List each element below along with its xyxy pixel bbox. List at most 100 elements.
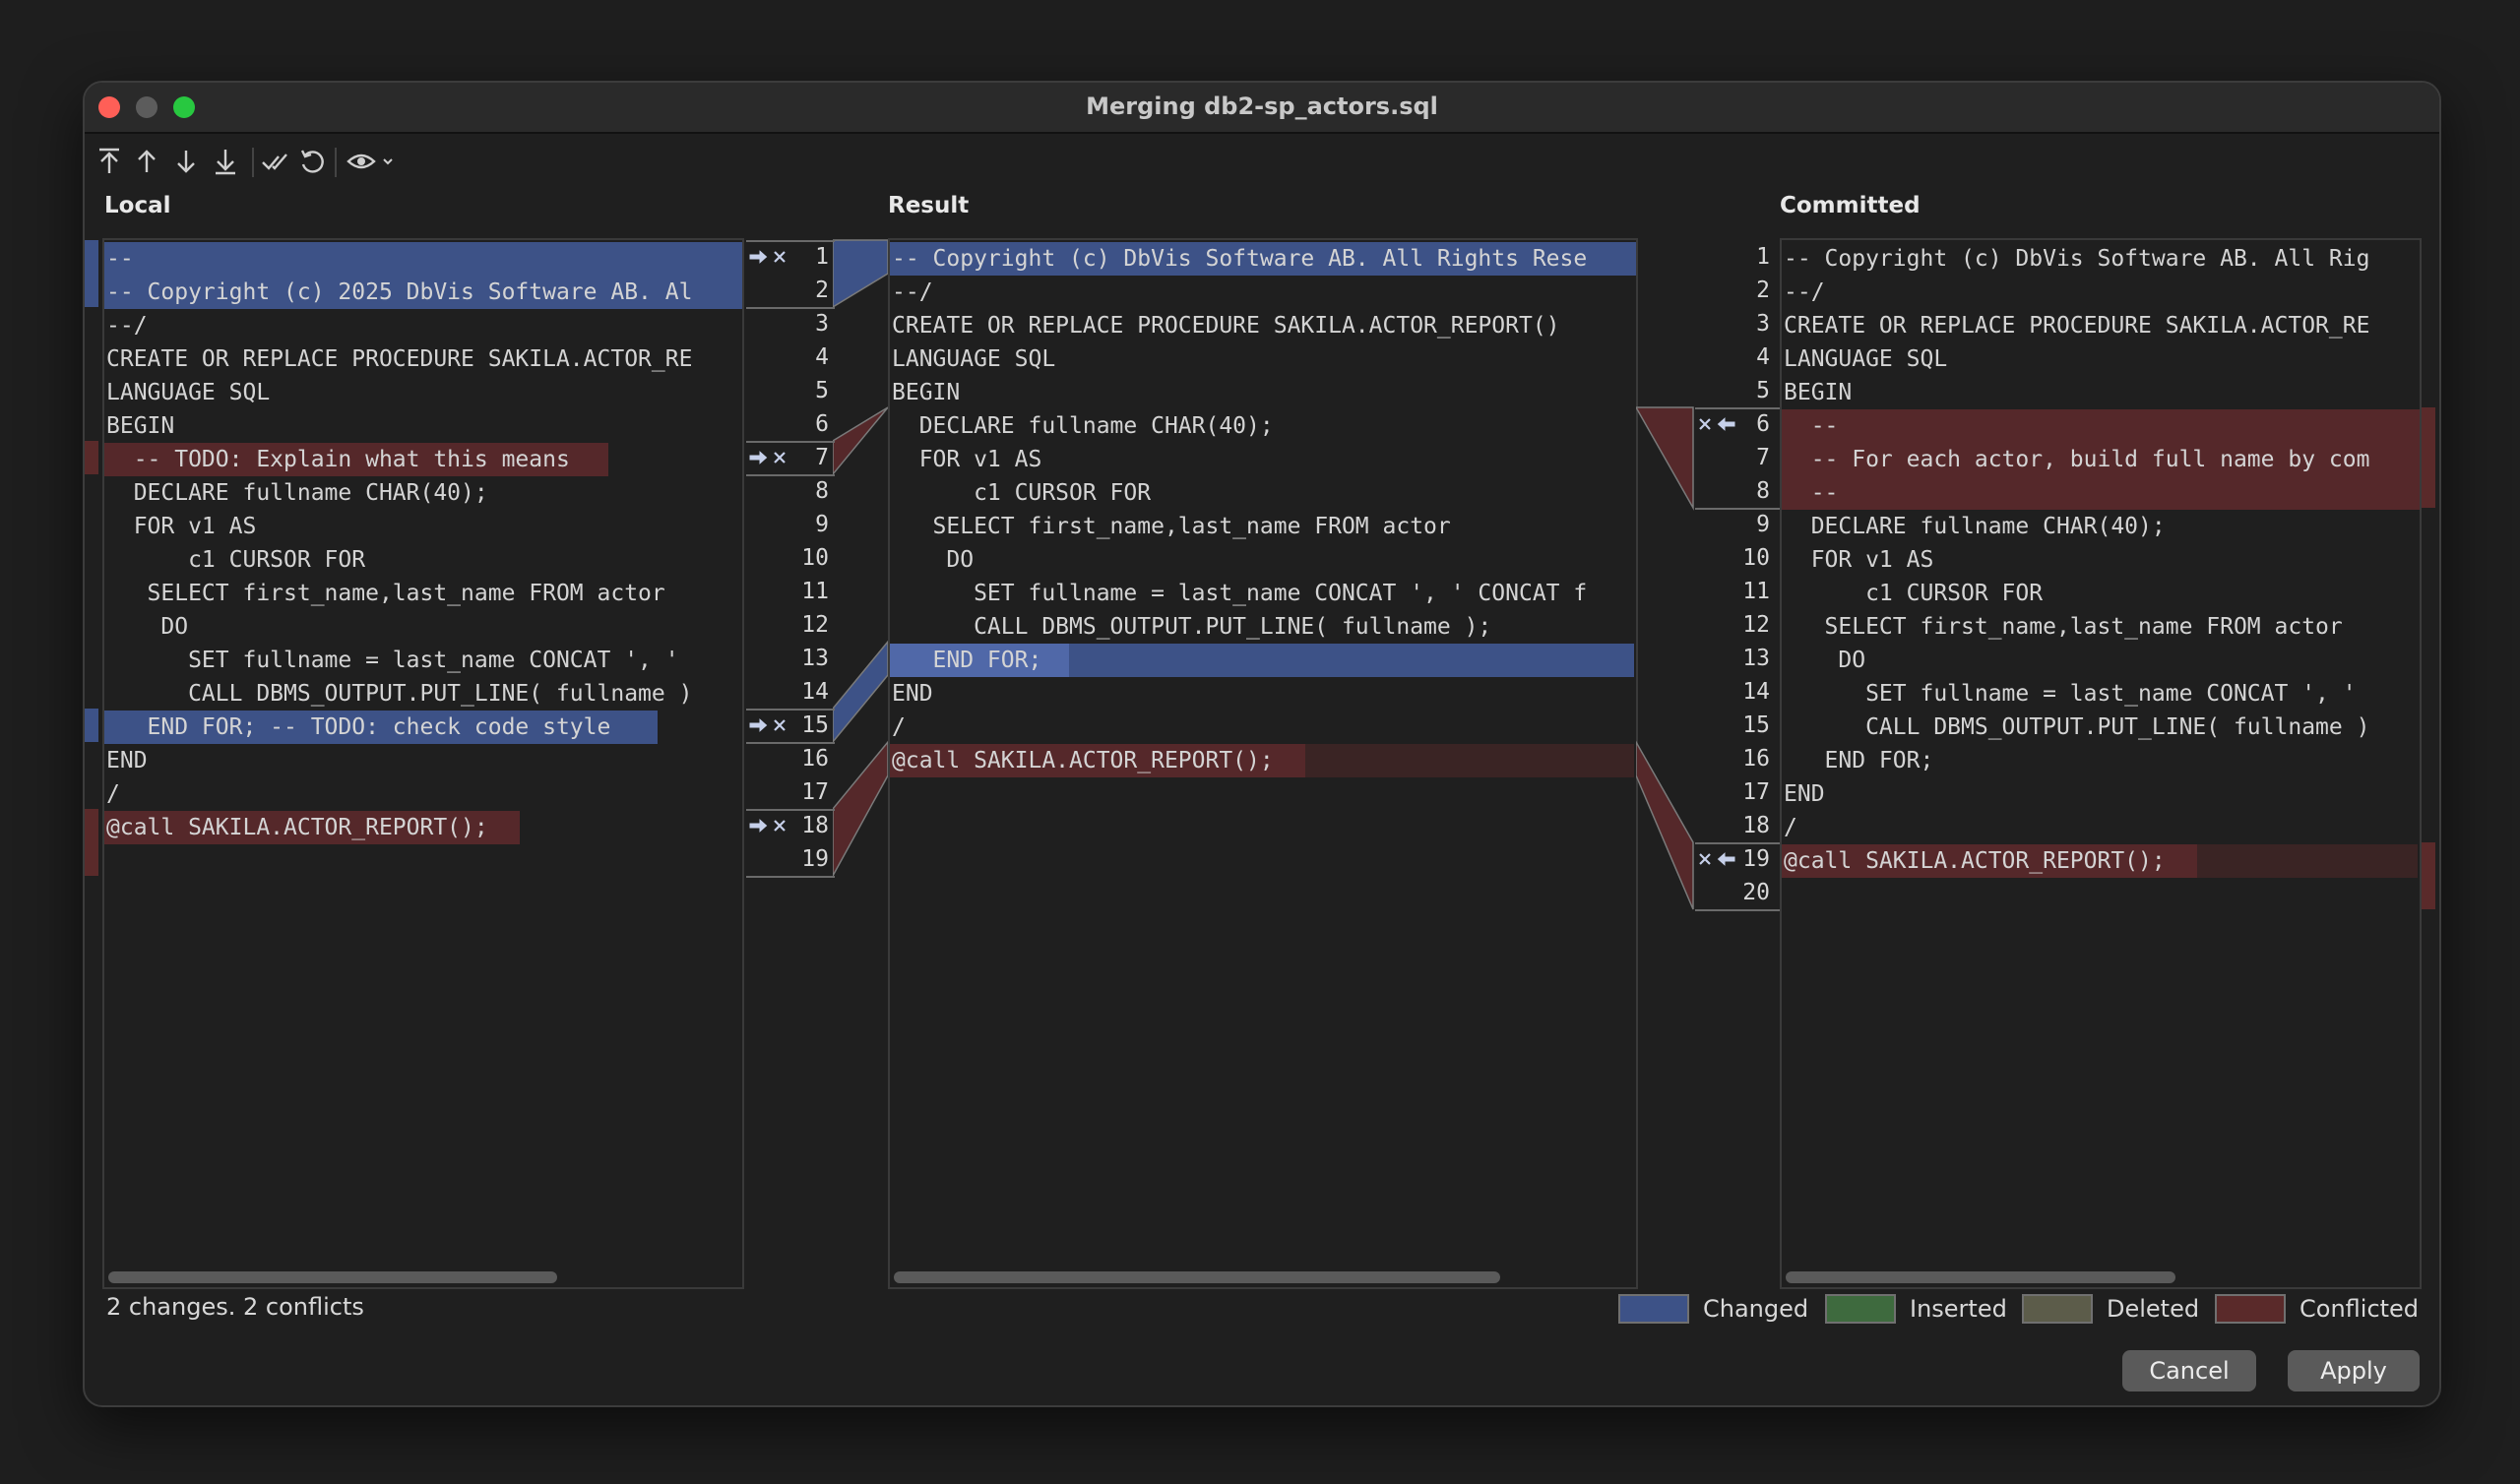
committed-code-line[interactable]: SET fullname = last_name CONCAT ', ' — [1782, 677, 2414, 711]
local-code-line[interactable]: c1 CURSOR FOR — [104, 543, 736, 577]
result-code-line[interactable]: FOR v1 AS — [890, 443, 1630, 476]
local-horizontal-scrollbar[interactable] — [108, 1271, 557, 1283]
view-options-icon[interactable] — [345, 140, 400, 183]
result-code-line[interactable]: -- Copyright (c) DbVis Software AB. All … — [890, 242, 1636, 276]
result-code-line[interactable]: END — [890, 677, 1630, 711]
result-code-line[interactable]: DO — [890, 543, 1630, 577]
local-code-line[interactable]: BEGIN — [104, 409, 736, 443]
committed-line-number: 5 — [1731, 374, 1770, 407]
last-change-icon[interactable] — [207, 140, 244, 183]
committed-line-number: 2 — [1731, 274, 1770, 307]
local-code-line[interactable]: SELECT first_name,last_name FROM actor — [104, 577, 736, 610]
result-code-line[interactable]: SELECT first_name,last_name FROM actor — [890, 510, 1630, 543]
committed-code-line[interactable]: -- — [1782, 409, 2420, 443]
cancel-button[interactable]: Cancel — [2122, 1350, 2256, 1391]
first-change-icon[interactable] — [91, 140, 128, 183]
gutter-divider — [746, 307, 835, 309]
result-code-line[interactable]: --/ — [890, 276, 1630, 309]
committed-code-line[interactable]: -- For each actor, build full name by co… — [1782, 443, 2420, 476]
local-code-line[interactable]: DECLARE fullname CHAR(40); — [104, 476, 736, 510]
legend-inserted-label: Inserted — [1910, 1295, 2007, 1323]
local-code-line[interactable]: --/ — [104, 309, 736, 342]
result-code-line[interactable]: BEGIN — [890, 376, 1630, 409]
next-change-icon[interactable] — [167, 140, 205, 183]
result-code-line[interactable]: LANGUAGE SQL — [890, 342, 1630, 376]
gutter-divider — [1695, 508, 1780, 510]
previous-change-icon[interactable] — [128, 140, 165, 183]
result-code-line[interactable]: END FOR; — [890, 644, 1069, 677]
legend-deleted-swatch — [2022, 1294, 2093, 1324]
local-code-line[interactable]: -- TODO: Explain what this means — [104, 443, 608, 476]
apply-right-arrow-icon[interactable] — [746, 811, 770, 840]
local-line-number: 18 — [789, 809, 829, 842]
committed-code-line[interactable]: DECLARE fullname CHAR(40); — [1782, 510, 2414, 543]
committed-code-line[interactable]: @call SAKILA.ACTOR_REPORT(); — [1782, 844, 2197, 878]
accept-all-icon[interactable] — [258, 140, 295, 183]
committed-code-line[interactable]: FOR v1 AS — [1782, 543, 2414, 577]
result-code-line[interactable]: CREATE OR REPLACE PROCEDURE SAKILA.ACTOR… — [890, 309, 1630, 342]
committed-code-line[interactable]: / — [1782, 811, 2414, 844]
committed-code-line[interactable]: -- — [1782, 476, 2420, 510]
apply-button[interactable]: Apply — [2288, 1350, 2420, 1391]
discard-x-icon[interactable] — [770, 711, 789, 740]
local-code-line[interactable]: @call SAKILA.ACTOR_REPORT(); — [104, 811, 520, 844]
committed-change-marker[interactable] — [2422, 407, 2435, 508]
local-change-marker[interactable] — [85, 809, 98, 876]
local-code-line[interactable]: END — [104, 744, 736, 777]
committed-code-line[interactable]: c1 CURSOR FOR — [1782, 577, 2414, 610]
local-change-marker[interactable] — [85, 441, 98, 474]
committed-code-line[interactable]: LANGUAGE SQL — [1782, 342, 2414, 376]
apply-right-arrow-icon[interactable] — [746, 711, 770, 740]
committed-line-number: 16 — [1731, 742, 1770, 775]
committed-code-line[interactable]: BEGIN — [1782, 376, 2414, 409]
apply-right-arrow-icon[interactable] — [746, 242, 770, 272]
committed-code-line[interactable]: CALL DBMS_OUTPUT.PUT_LINE( fullname ) — [1782, 711, 2414, 744]
local-code-line[interactable]: DO — [104, 610, 736, 644]
committed-code-line[interactable]: DO — [1782, 644, 2414, 677]
apply-right-arrow-icon[interactable] — [746, 443, 770, 472]
result-code-line[interactable]: DECLARE fullname CHAR(40); — [890, 409, 1630, 443]
committed-code-line[interactable]: CREATE OR REPLACE PROCEDURE SAKILA.ACTOR… — [1782, 309, 2414, 342]
result-code-line[interactable]: CALL DBMS_OUTPUT.PUT_LINE( fullname ); — [890, 610, 1630, 644]
committed-code-line[interactable]: SELECT first_name,last_name FROM actor — [1782, 610, 2414, 644]
discard-x-icon[interactable] — [1695, 409, 1715, 439]
gutter-divider — [746, 809, 835, 811]
result-code-line[interactable]: / — [890, 711, 1630, 744]
committed-code-line[interactable]: -- Copyright (c) DbVis Software AB. All … — [1782, 242, 2414, 276]
discard-x-icon[interactable] — [1695, 844, 1715, 874]
local-code-line[interactable]: END FOR; -- TODO: check code style — [104, 711, 658, 744]
apply-left-arrow-icon[interactable] — [1715, 844, 1738, 874]
result-code-line[interactable]: SET fullname = last_name CONCAT ', ' CON… — [890, 577, 1630, 610]
local-change-marker[interactable] — [85, 709, 98, 742]
local-code-line[interactable]: CALL DBMS_OUTPUT.PUT_LINE( fullname ) — [104, 677, 736, 711]
committed-line-number: 14 — [1731, 675, 1770, 709]
result-horizontal-scrollbar[interactable] — [894, 1271, 1500, 1283]
committed-horizontal-scrollbar[interactable] — [1786, 1271, 2175, 1283]
committed-line-number: 15 — [1731, 709, 1770, 742]
result-code-line[interactable]: @call SAKILA.ACTOR_REPORT(); — [890, 744, 1305, 777]
result-code-line[interactable]: c1 CURSOR FOR — [890, 476, 1630, 510]
discard-x-icon[interactable] — [770, 242, 789, 272]
local-change-marker[interactable] — [85, 240, 98, 307]
committed-editor[interactable]: -- Copyright (c) DbVis Software AB. All … — [1780, 238, 2422, 1289]
local-code-line[interactable]: LANGUAGE SQL — [104, 376, 736, 409]
local-code-line[interactable]: SET fullname = last_name CONCAT ', ' — [104, 644, 736, 677]
committed-code-line[interactable]: END FOR; — [1782, 744, 2414, 777]
local-line-number: 9 — [789, 508, 829, 541]
discard-x-icon[interactable] — [770, 811, 789, 840]
committed-code-line[interactable]: --/ — [1782, 276, 2414, 309]
gutter-divider — [1695, 842, 1780, 844]
local-editor[interactable]: ---- Copyright (c) 2025 DbVis Software A… — [102, 238, 744, 1289]
local-code-line[interactable]: FOR v1 AS — [104, 510, 736, 543]
local-code-line[interactable]: / — [104, 777, 736, 811]
revert-icon[interactable] — [293, 140, 331, 183]
local-code-line[interactable]: -- — [104, 242, 742, 276]
apply-left-arrow-icon[interactable] — [1715, 409, 1738, 439]
local-code-line[interactable]: -- Copyright (c) 2025 DbVis Software AB.… — [104, 276, 742, 309]
local-line-number: 1 — [789, 240, 829, 274]
committed-code-line[interactable]: END — [1782, 777, 2414, 811]
result-editor[interactable]: -- Copyright (c) DbVis Software AB. All … — [888, 238, 1638, 1289]
committed-change-marker[interactable] — [2422, 842, 2435, 909]
local-code-line[interactable]: CREATE OR REPLACE PROCEDURE SAKILA.ACTOR… — [104, 342, 736, 376]
discard-x-icon[interactable] — [770, 443, 789, 472]
